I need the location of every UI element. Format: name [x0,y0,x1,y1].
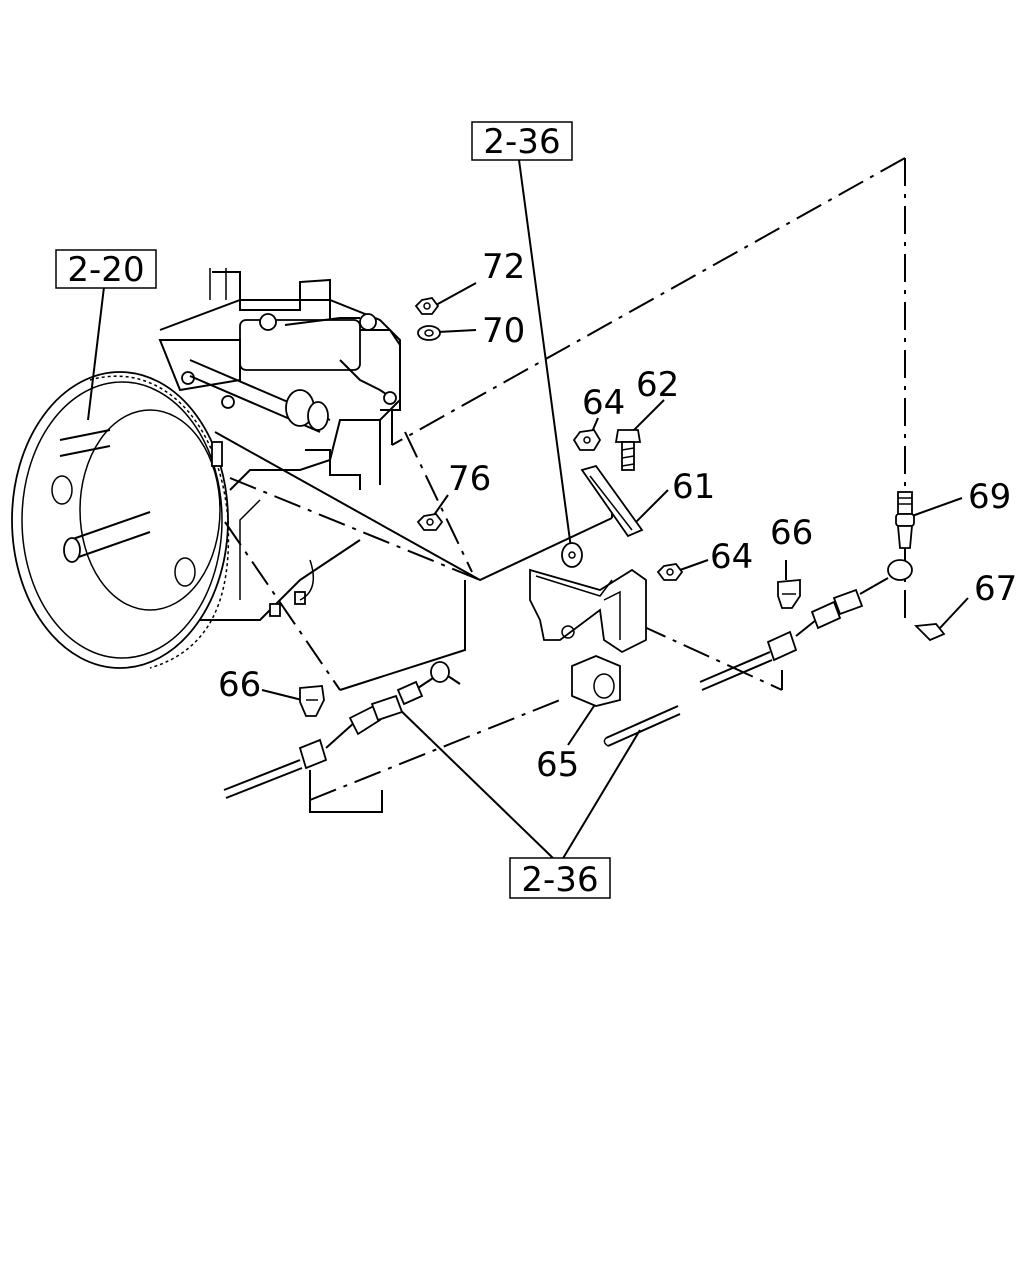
bolt-62 [614,429,642,471]
cable-middle [603,705,681,747]
cable-right [699,559,913,691]
clip-65 [571,655,621,707]
callout-62: 62 [636,365,679,405]
cables [223,559,913,799]
plate-61 [580,464,644,538]
pin-69 [895,491,915,549]
callout-72: 72 [482,247,525,287]
callout-61: 61 [672,467,715,507]
callout-76: 76 [448,459,491,499]
nut-72 [414,297,440,315]
reference-2-36-bottom: 2-36 [509,857,611,900]
callout-69: 69 [968,477,1011,517]
washer-70 [417,325,441,341]
callout-66-right: 66 [770,513,813,553]
transmission-assembly [11,268,401,669]
nut-2-36 [561,542,583,568]
clip-66-right [777,579,801,609]
flywheel-outer [11,371,229,669]
nut-64-top [572,429,602,451]
callout-labels: 72 70 64 62 61 76 69 66 64 67 66 65 [218,247,1017,785]
reference-2-36-top: 2-36 [471,121,573,162]
nut-64-lower [656,563,684,581]
clip-66-left [299,685,325,717]
reference-label: 2-36 [483,122,560,162]
leader-lines [87,157,969,861]
callout-67: 67 [974,569,1017,609]
callout-64-top: 64 [582,383,625,423]
reference-label: 2-20 [67,250,144,290]
cable-left [223,661,461,799]
callout-70: 70 [482,311,525,351]
callout-64-lower: 64 [710,537,753,577]
callout-66-left: 66 [218,665,261,705]
bracket-assembly [529,568,647,654]
nut-76 [416,513,444,531]
small-parts [299,297,946,717]
clip-67 [914,623,946,642]
reference-label: 2-36 [521,860,598,900]
callout-65: 65 [536,745,579,785]
reference-2-20: 2-20 [55,249,157,290]
